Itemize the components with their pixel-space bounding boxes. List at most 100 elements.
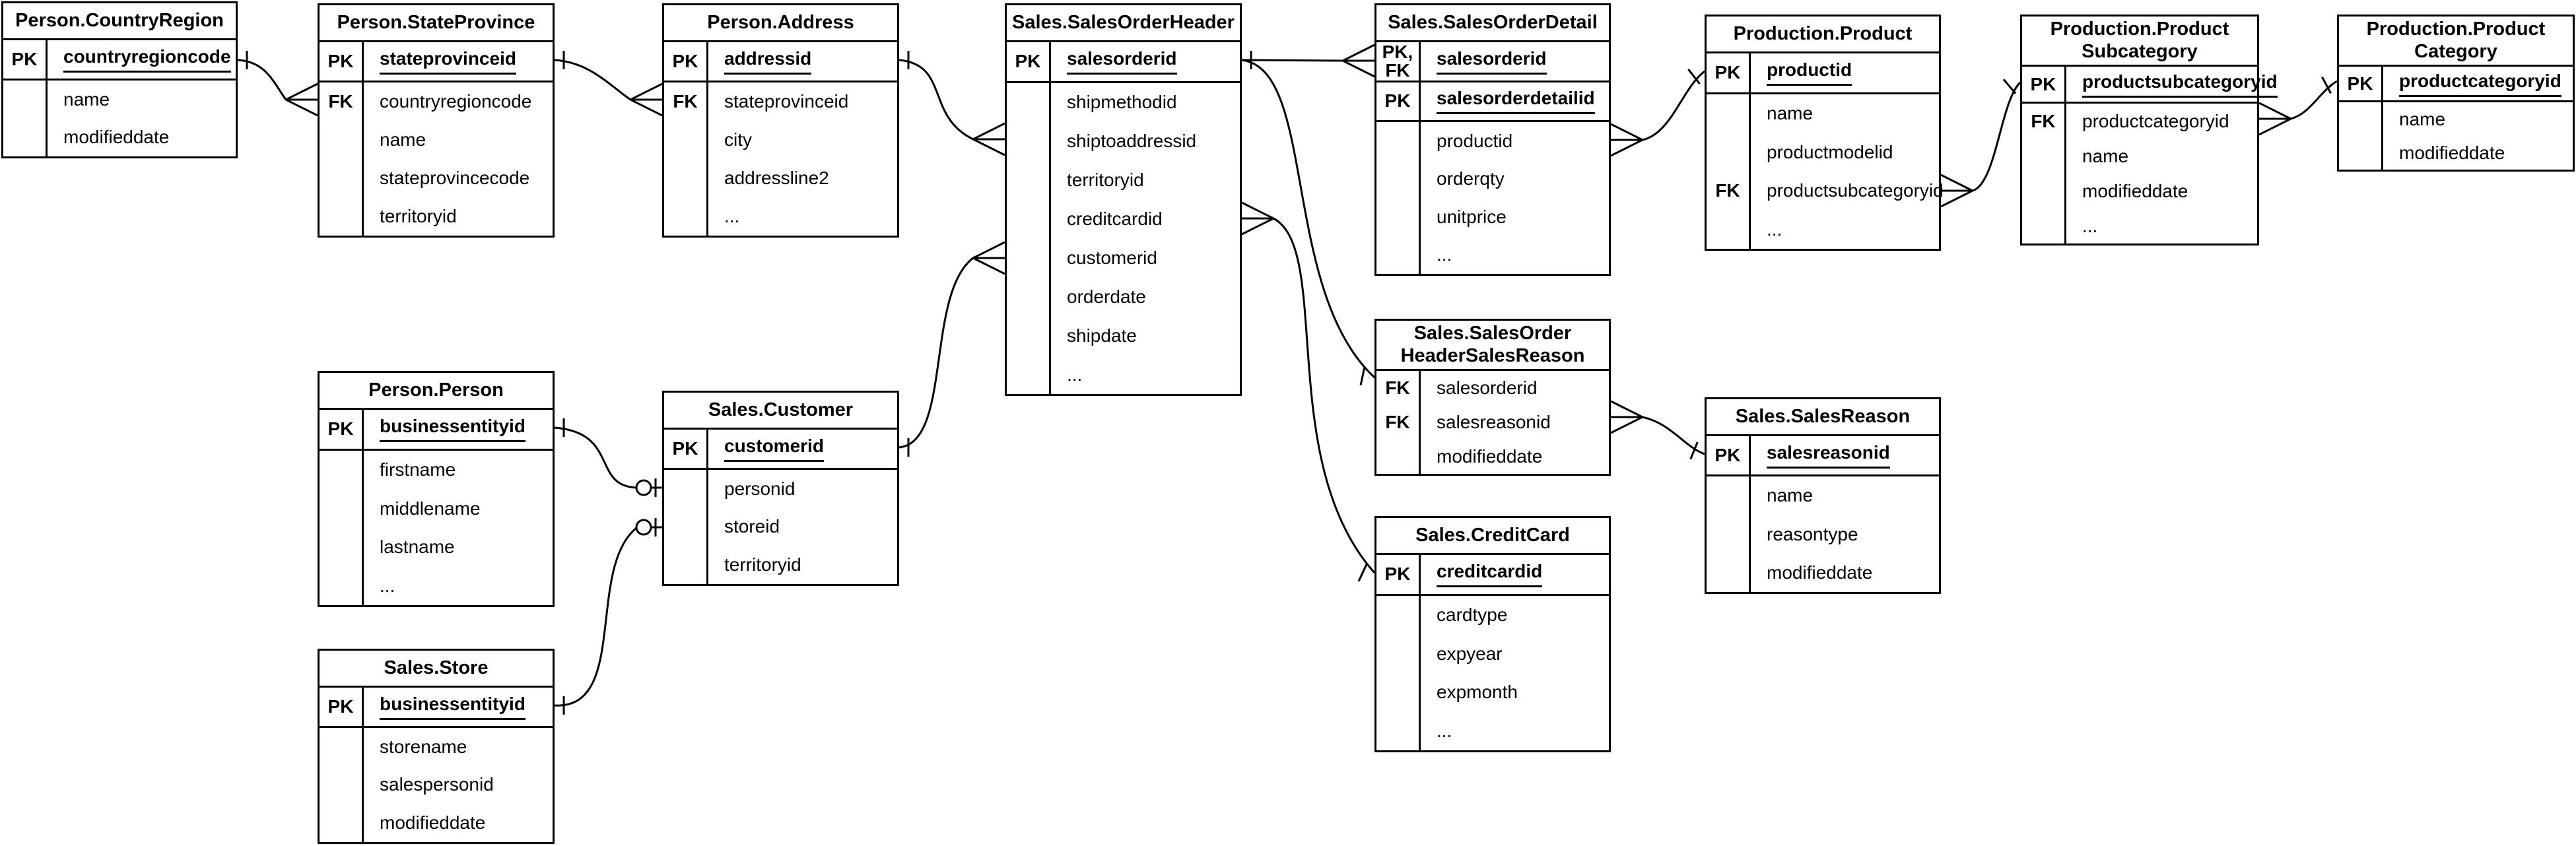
key-label [320,159,364,197]
field-name: territoryid [380,206,457,226]
key-label: PK [2339,67,2383,100]
relationship-store-customer[interactable] [554,518,662,715]
field-name: ... [2082,215,2098,236]
field-name: productid [1437,130,1513,151]
field-row: salespersonid [320,765,553,804]
key-label: FK [1707,171,1751,211]
field-name: stateprovinceid [364,42,553,81]
field-row: stateprovincecode [320,159,553,197]
field-name: productid [1751,53,1939,92]
key-label [1007,316,1051,356]
field-name: salesorderdetailid [1421,82,1609,121]
key-label [1007,355,1051,395]
field-name: ... [1437,244,1452,265]
key-label: PK [1376,555,1421,594]
field-name: productsubcategoryid [1767,180,1944,201]
field-row: reasontype [1707,515,1939,554]
key-label [1707,94,1751,133]
field-name: name [1767,485,1813,506]
key-label [1376,198,1421,236]
key-label: FK [1376,371,1421,405]
field-name: firstname [380,459,456,480]
field-row: ... [1376,711,1609,751]
key-label [1007,238,1051,278]
key-label: PK [1707,436,1751,475]
key-label [1376,672,1421,712]
field-name: middlename [380,498,481,519]
field-row: FK productsubcategoryid [1707,171,1944,211]
field-row: storename [320,727,553,766]
field-name: shipdate [1067,325,1137,346]
key-label [320,121,364,159]
key-label [320,727,364,766]
field-name: salesreasonid [1437,412,1551,432]
relationship-productsubcategory-product[interactable] [1940,79,2021,208]
field-row: name [2022,139,2257,174]
relationship-salesreason-salesorderheadersalesreason[interactable] [1610,400,1705,460]
key-label [2022,174,2066,209]
relationship-address-salesorderheader[interactable] [898,51,1005,156]
field-row: orderqty [1376,160,1609,198]
relationship-countryregion-stateprovince[interactable] [237,51,318,117]
key-label [320,197,364,236]
field-name: personid [724,478,796,499]
relationship-person-customer[interactable] [554,418,662,497]
field-name: modifieddate [2082,180,2188,201]
relationship-product-salesorderdetail[interactable] [1610,69,1705,157]
field-name: expyear [1437,643,1503,664]
entity-title: Production.Product Subcategory [2022,16,2257,67]
field-row: ... [1376,236,1609,274]
key-label [320,527,364,567]
field-row: middlename [320,489,553,528]
field-name: productcategoryid [2383,67,2573,100]
field-name: reasontype [1767,523,1858,544]
key-label [2339,136,2383,170]
field-row: ... [1007,355,1240,395]
key-label: PK, FK [1376,42,1421,81]
relationship-creditcard-salesorderheader[interactable] [1241,201,1376,582]
entity-title: Sales.Customer [664,393,897,430]
entity-title: Person.Person [320,373,553,410]
field-name: countryregioncode [48,40,236,79]
entity-title: Production.Product Category [2339,16,2573,67]
relationship-salesorderheader-salesorderdetail[interactable] [1241,44,1375,78]
field-name: customerid [1067,247,1157,268]
field-name: shipmethodid [1067,92,1177,113]
relationship-salesorderheader-salesorderheadersalesreason[interactable] [1241,59,1376,386]
field-row: territoryid [664,546,897,584]
entity-title: Person.CountryRegion [3,3,236,40]
key-label [1376,439,1421,474]
relationship-stateprovince-address[interactable] [554,51,663,117]
relationship-customer-salesorderheader[interactable] [898,241,1005,457]
key-label: PK [664,430,708,468]
key-label [1707,476,1751,515]
entity-title: Person.Address [664,5,897,42]
